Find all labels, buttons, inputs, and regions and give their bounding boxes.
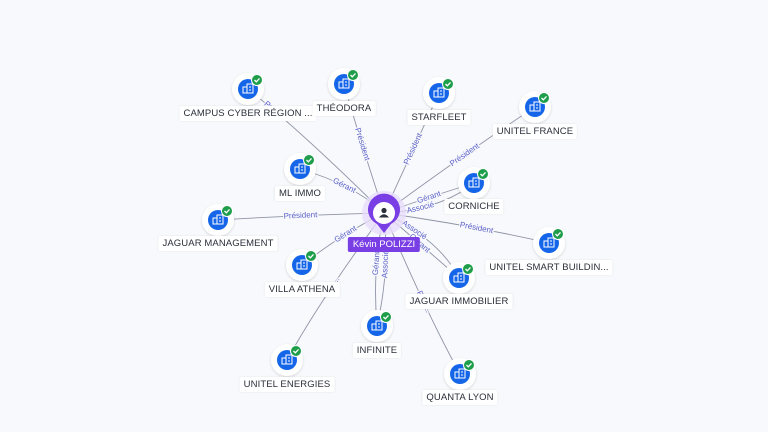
company-node-campus[interactable] [232, 73, 264, 105]
verified-check-icon [251, 74, 263, 86]
building-icon [433, 87, 445, 98]
company-node-jaguar_immo[interactable] [443, 262, 475, 294]
company-node-corniche[interactable] [458, 167, 490, 199]
building-icon [338, 78, 350, 89]
building-icon [454, 368, 466, 379]
company-label-ml_immo[interactable]: ML IMMO [274, 186, 326, 201]
company-node-ml_immo[interactable] [284, 153, 316, 185]
company-node-unitel_energies[interactable] [271, 344, 303, 376]
verified-check-icon [462, 263, 474, 275]
person-icon [379, 207, 389, 218]
verified-check-icon [305, 250, 317, 262]
company-node-villa_athena[interactable] [286, 249, 318, 281]
nodes-layer [202, 68, 565, 390]
building-icon [468, 177, 480, 188]
verified-check-icon [290, 345, 302, 357]
edge-unitel_france [383, 106, 536, 214]
company-label-unitel_france[interactable]: UNITEL FRANCE [492, 124, 578, 139]
company-node-jaguar_mgmt[interactable] [202, 204, 234, 236]
company-label-quanta[interactable]: QUANTA LYON [422, 390, 498, 405]
company-label-villa_athena[interactable]: VILLA ATHENA [264, 282, 340, 297]
edge-label: Président [283, 210, 318, 220]
verified-check-icon [347, 69, 359, 81]
company-node-starfleet[interactable] [423, 77, 455, 109]
company-label-unitel_smart[interactable]: UNITEL SMART BUILDIN... [485, 260, 613, 275]
edge-campus [247, 88, 385, 214]
building-icon [453, 272, 465, 283]
company-node-infinite[interactable] [361, 310, 393, 342]
company-node-theodora[interactable] [328, 68, 360, 100]
edge-label: Associé [406, 200, 436, 215]
building-icon [529, 101, 541, 112]
edge-label: Président [448, 141, 481, 168]
edge-label: Président [459, 220, 495, 235]
building-icon [296, 259, 308, 270]
company-node-unitel_smart[interactable] [533, 227, 565, 259]
company-node-unitel_france[interactable] [519, 91, 551, 123]
verified-check-icon [303, 154, 315, 166]
building-icon [242, 83, 254, 94]
company-label-jaguar_immo[interactable]: JAGUAR IMMOBILIER [405, 294, 513, 309]
company-node-quanta[interactable] [444, 358, 476, 390]
verified-check-icon [380, 311, 392, 323]
verified-check-icon [538, 92, 550, 104]
building-icon [294, 163, 306, 174]
company-label-campus[interactable]: CAMPUS CYBER RÉGION ... [179, 106, 317, 121]
verified-check-icon [463, 359, 475, 371]
company-label-infinite[interactable]: INFINITE [352, 343, 402, 358]
edge-label: Gérant [371, 250, 382, 276]
company-label-jaguar_mgmt[interactable]: JAGUAR MANAGEMENT [158, 236, 278, 251]
person-node[interactable] [362, 191, 406, 235]
building-icon [371, 320, 383, 331]
building-icon [281, 354, 293, 365]
edge-label: Gérant [331, 176, 358, 195]
building-icon [543, 237, 555, 248]
edge-label: Associé [380, 249, 390, 278]
edge-label: Président [402, 131, 425, 166]
company-label-starfleet[interactable]: STARFLEET [407, 110, 471, 125]
verified-check-icon [221, 205, 233, 217]
verified-check-icon [477, 168, 489, 180]
person-name-label[interactable]: Kévin POLIZZI [347, 237, 421, 252]
company-label-unitel_energies[interactable]: UNITEL ENERGIES [239, 377, 335, 392]
building-icon [212, 214, 224, 225]
company-label-corniche[interactable]: CORNICHE [444, 199, 504, 214]
verified-check-icon [442, 78, 454, 90]
edge-label: Président [353, 127, 372, 163]
verified-check-icon [552, 228, 564, 240]
company-label-theodora[interactable]: THÉODORA [312, 101, 376, 116]
